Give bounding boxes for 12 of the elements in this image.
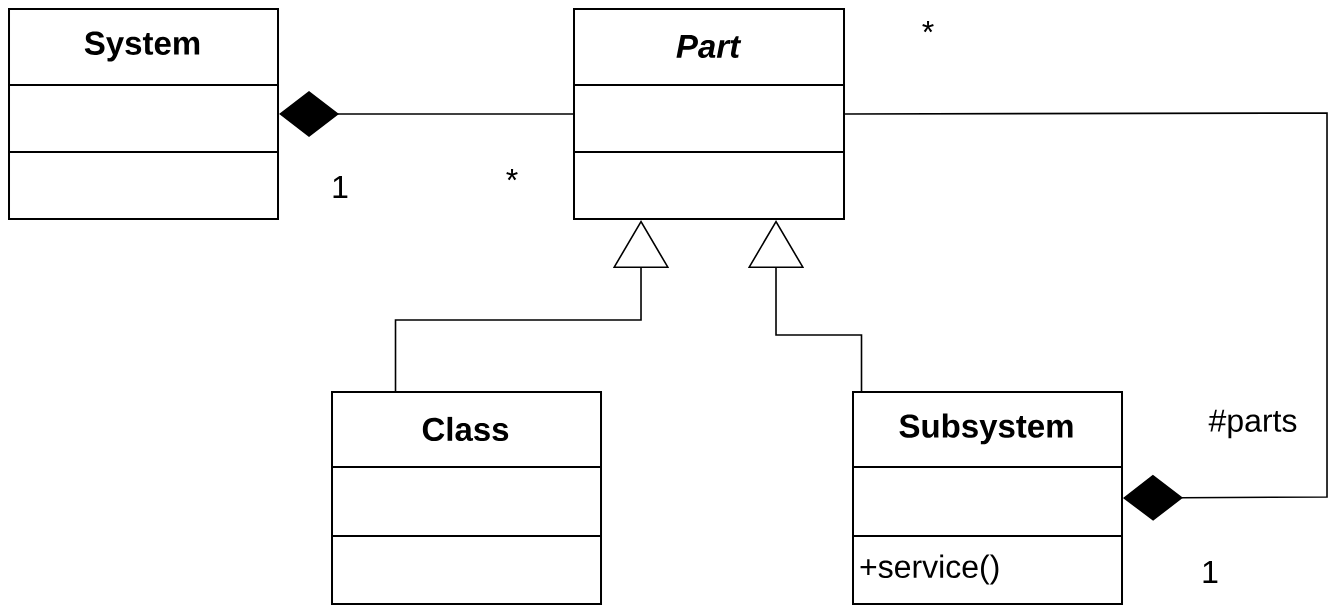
multiplicity-label: 1 bbox=[1203, 561, 1218, 583]
multiplicity-label: * bbox=[506, 169, 518, 181]
composition-line bbox=[279, 91, 574, 137]
composition-line bbox=[844, 112, 1328, 521]
multiplicity-label: 1 bbox=[333, 176, 348, 198]
class-box: Subsystem +service() bbox=[851, 391, 1123, 605]
class-box: Part bbox=[572, 8, 845, 220]
multiplicity-label: * bbox=[922, 21, 934, 33]
inheritance-arrow bbox=[747, 220, 863, 392]
multiplicity-label: #parts bbox=[1208, 409, 1297, 439]
class-box: Class bbox=[330, 391, 602, 605]
class-box: System bbox=[7, 8, 279, 220]
